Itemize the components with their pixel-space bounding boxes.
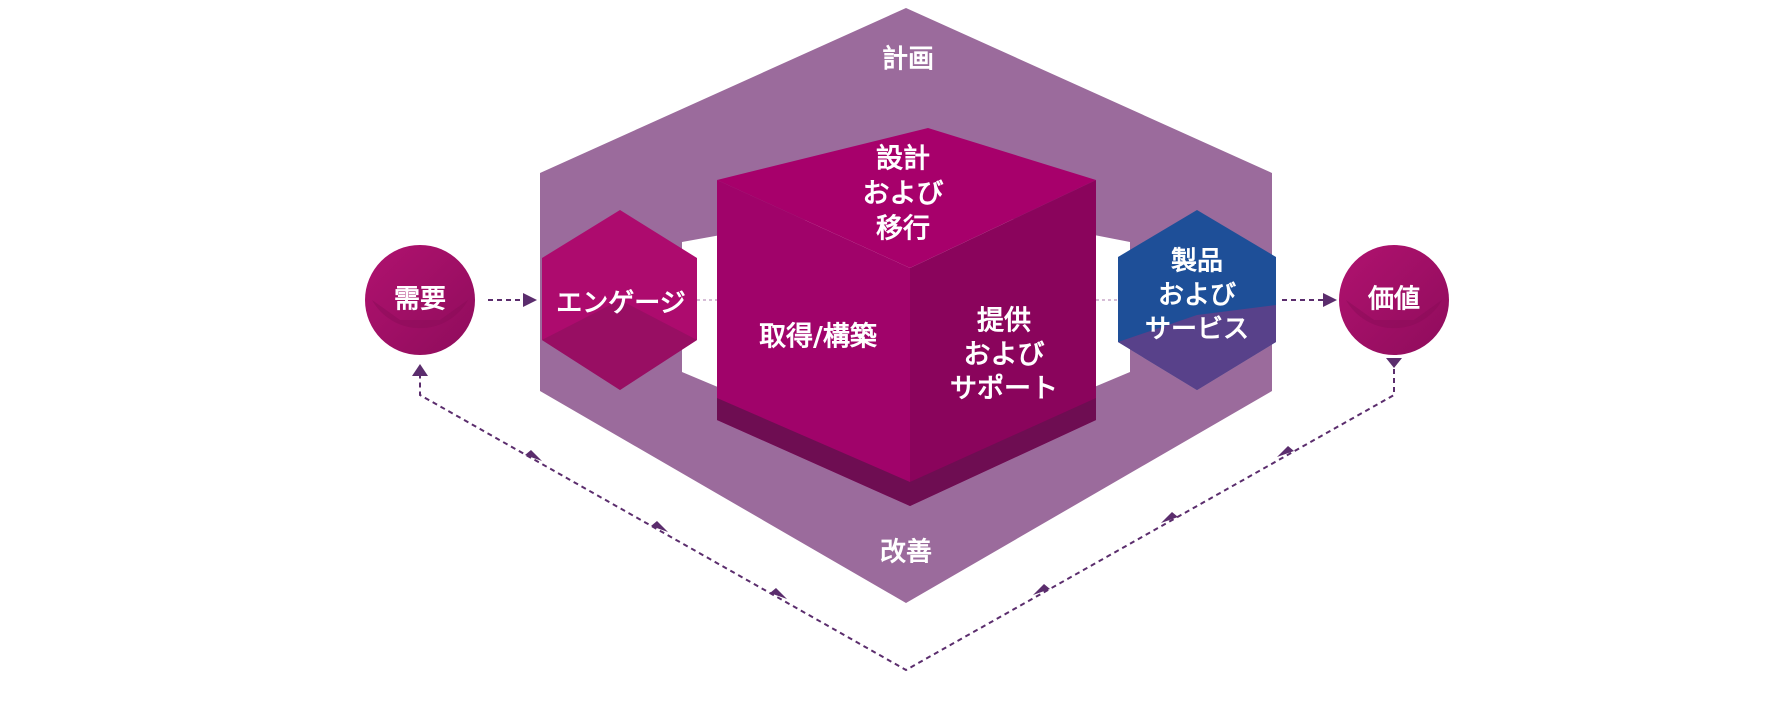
design-line-1: 設計: [876, 143, 930, 175]
demand-node: 需要: [365, 245, 475, 355]
demand-label: 需要: [394, 285, 446, 315]
design-line-3: 移行: [876, 213, 930, 245]
deliver-line-2: および: [964, 340, 1045, 371]
outer-frame: [540, 8, 1272, 603]
value-node: 価値: [1339, 245, 1449, 355]
obtain-build-label: 取得/構築: [759, 321, 878, 353]
deliver-support-label: 提供 および サポート: [950, 306, 1058, 405]
products-line-2: および: [1158, 281, 1236, 311]
feedback-arrow-2: [1161, 512, 1178, 523]
deliver-line-1: 提供: [977, 306, 1031, 337]
engage-label: エンゲージ: [556, 289, 685, 319]
deliver-line-3: サポート: [950, 374, 1058, 405]
products-line-1: 製品: [1171, 247, 1223, 277]
products-line-3: サービス: [1145, 315, 1249, 345]
feedback-loop: [412, 358, 1402, 672]
plan-label: 計画: [882, 44, 934, 75]
value-label: 価値: [1367, 285, 1420, 315]
feedback-arrow-3: [1033, 584, 1050, 595]
feedback-head-demand: [412, 364, 428, 376]
products-services-hexagon: [1118, 210, 1276, 390]
feedback-arrow-1: [1277, 446, 1294, 457]
feedback-arrow-6: [525, 450, 542, 461]
central-cube: [717, 128, 1096, 506]
design-transition-label: 設計 および 移行: [863, 143, 944, 245]
feedback-arrow-4: [770, 588, 787, 599]
engage-hexagon: [542, 210, 697, 390]
products-services-label: 製品 および サービス: [1145, 247, 1249, 345]
cube-top-face: [717, 128, 1096, 268]
feedback-head-value-start: [1386, 358, 1402, 368]
feedback-arrow-5: [651, 521, 668, 532]
cube-bottom-band: [717, 398, 1096, 506]
improve-label: 改善: [880, 537, 932, 568]
design-line-2: および: [863, 179, 944, 210]
